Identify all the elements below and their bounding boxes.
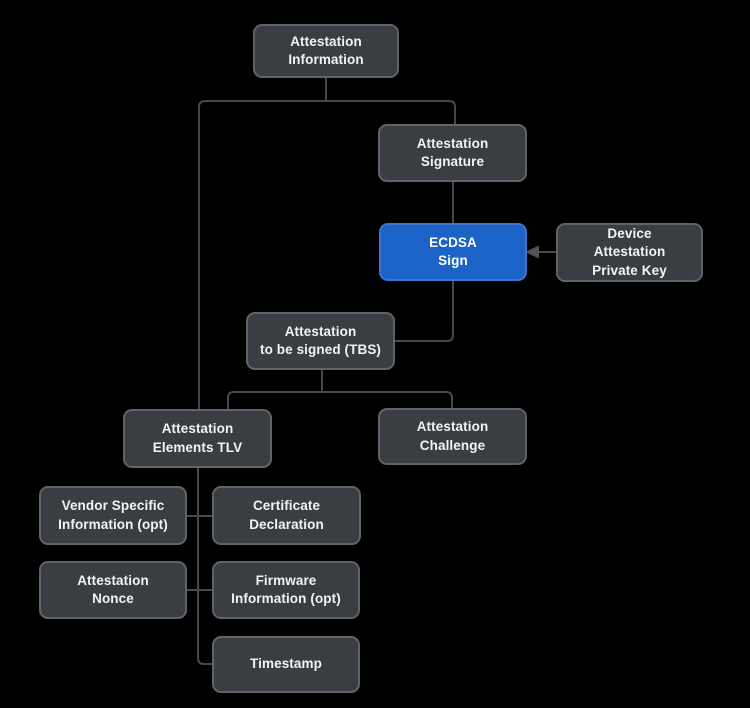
node-certificate-declaration: Certificate Declaration <box>212 486 361 545</box>
node-device-attestation-private-key: Device Attestation Private Key <box>556 223 703 282</box>
node-vendor-specific-information: Vendor Specific Information (opt) <box>39 486 187 545</box>
node-attestation-signature: Attestation Signature <box>378 124 527 182</box>
node-attestation-challenge: Attestation Challenge <box>378 408 527 465</box>
edge-elements-trunk <box>197 468 212 665</box>
edge-ecdsa-to-tbs <box>395 281 454 342</box>
edge-information-to-elements-and-signature <box>198 100 456 409</box>
node-attestation-nonce: Attestation Nonce <box>39 561 187 619</box>
node-attestation-information: Attestation Information <box>253 24 399 78</box>
node-attestation-tbs: Attestation to be signed (TBS) <box>246 312 395 370</box>
node-attestation-elements-tlv: Attestation Elements TLV <box>123 409 272 468</box>
edge-tbs-to-elements-and-challenge <box>227 391 453 409</box>
node-firmware-information: Firmware Information (opt) <box>212 561 360 619</box>
node-timestamp: Timestamp <box>212 636 360 693</box>
node-ecdsa-sign: ECDSA Sign <box>379 223 527 281</box>
arrowhead-left-icon <box>525 245 539 259</box>
